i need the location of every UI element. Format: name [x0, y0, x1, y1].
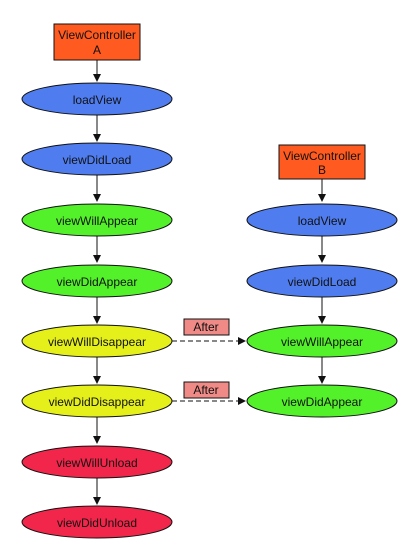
node-a-viewdidload-label: viewDidLoad	[63, 153, 132, 167]
view-controller-a-title-line1: ViewController	[58, 28, 136, 42]
column-b: ViewController B loadView viewDidLoad vi…	[246, 144, 398, 418]
view-controller-b-title-line1: ViewController	[283, 149, 361, 163]
after-label-2: After	[193, 383, 218, 397]
after-label-box-1	[183, 318, 230, 336]
after-label-box-2	[183, 381, 230, 399]
node-a-viewdidunload-label: viewDidUnload	[57, 516, 137, 530]
node-b-viewwillappear-label: viewWillAppear	[281, 335, 363, 349]
view-controller-a-title-line2: A	[93, 43, 101, 57]
node-a-viewwillappear-label: viewWillAppear	[56, 214, 138, 228]
node-a-viewdidunload	[21, 505, 173, 539]
view-controller-a-box	[53, 23, 141, 61]
view-controller-b-box	[278, 144, 366, 180]
node-b-viewdidload-label: viewDidLoad	[288, 275, 357, 289]
node-a-viewwillunload-label: viewWillUnload	[56, 456, 137, 470]
node-a-viewdiddisappear-label: viewDidDisappear	[49, 395, 146, 409]
view-controller-b-title-line2: B	[318, 163, 326, 177]
node-a-viewwilldisappear-label: viewWillDisappear	[48, 335, 146, 349]
after-label-1: After	[193, 320, 218, 334]
cross-links: After After	[172, 318, 246, 405]
node-b-loadview-label: loadView	[298, 214, 347, 228]
node-b-viewdidappear	[246, 384, 398, 418]
node-a-loadview-label: loadView	[73, 93, 122, 107]
node-b-viewdidappear-label: viewDidAppear	[282, 395, 363, 409]
node-a-viewdidappear-label: viewDidAppear	[57, 275, 138, 289]
column-a: ViewController A loadView viewDidLoad vi…	[21, 23, 173, 539]
